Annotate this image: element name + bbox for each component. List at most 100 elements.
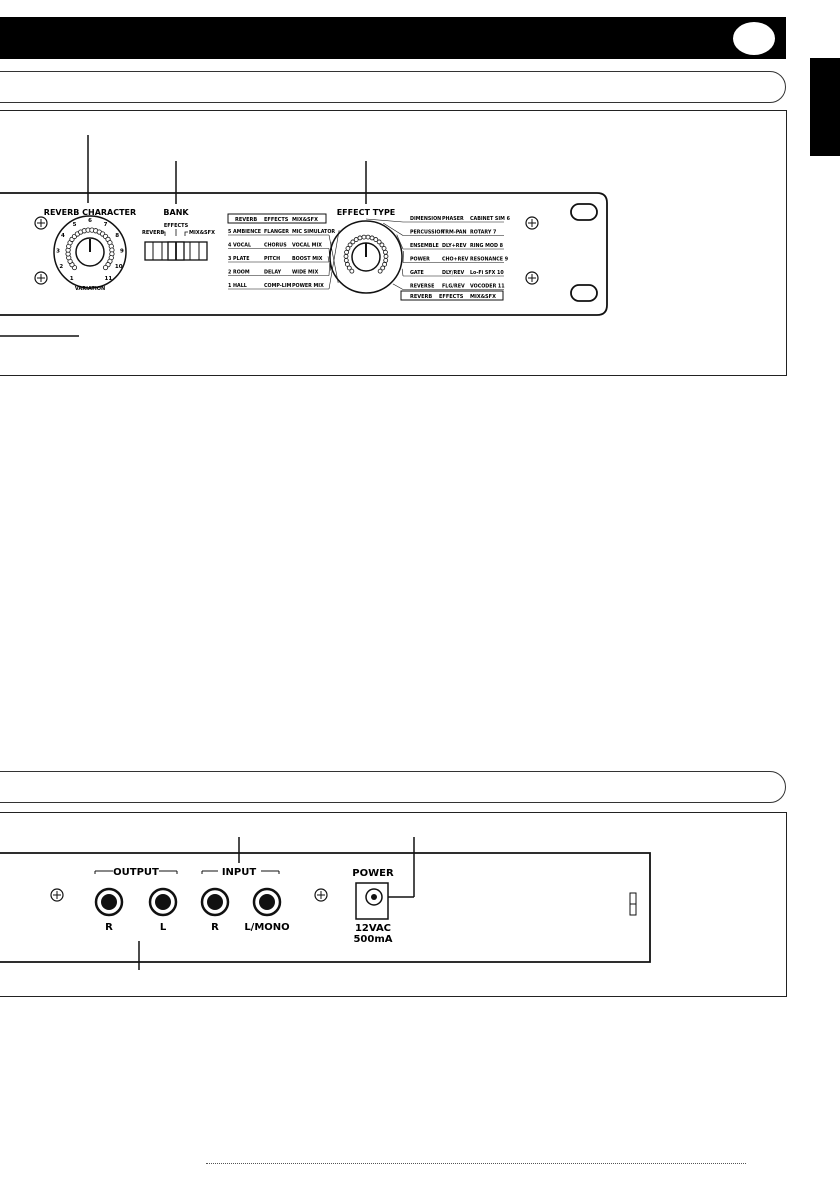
- power-spec-voltage: 12VAC: [355, 923, 391, 934]
- indicator-led: [349, 268, 355, 274]
- screw-icon: [34, 216, 48, 230]
- output-r-jack[interactable]: [94, 887, 124, 917]
- indicator-led: [379, 242, 385, 248]
- effect-footer-mixsfx: MIX&SFX: [470, 294, 496, 300]
- effect-header-effects: EFFECTS: [264, 217, 289, 223]
- indicator-led: [357, 235, 363, 241]
- subheading-pill-front: [0, 71, 786, 103]
- footer-dotted-rule: [206, 1163, 746, 1164]
- indicator-led: [376, 239, 382, 245]
- power-spec-current: 500mA: [353, 934, 392, 945]
- effect-label: DLY/REV: [442, 270, 464, 276]
- indicator-led: [346, 265, 352, 271]
- screw-icon: [50, 888, 64, 902]
- input-r-jack[interactable]: [200, 887, 230, 917]
- indicator-led: [365, 234, 371, 240]
- screw-icon: [525, 271, 539, 285]
- rack-ear-slot: [570, 284, 598, 302]
- scale-number: 7: [104, 222, 108, 228]
- effect-label: Lo-Fi SFX 10: [470, 270, 504, 276]
- jack-label-output-r: R: [105, 922, 113, 933]
- indicator-led: [383, 253, 389, 259]
- indicator-led: [373, 237, 379, 242]
- effect-label: COMP-LIM: [264, 283, 292, 289]
- effect-label: PHASER: [442, 216, 464, 222]
- effect-label: ROTARY 7: [470, 230, 496, 236]
- effect-type-title: EFFECT TYPE: [337, 208, 396, 217]
- screw-icon: [34, 271, 48, 285]
- effect-label: ENSEMBLE: [410, 243, 439, 249]
- effect-label: GATE: [410, 270, 424, 276]
- jack-label-input-r: R: [211, 922, 219, 933]
- effect-label: 4 VOCAL: [228, 243, 251, 249]
- power-label: POWER: [352, 868, 394, 879]
- reverb-character-knob[interactable]: [53, 215, 127, 289]
- scale-number: 10: [115, 264, 123, 270]
- screw-icon: [314, 888, 328, 902]
- scale-number: 6: [88, 218, 92, 224]
- indicator-led: [345, 246, 351, 251]
- effect-label: POWER MIX: [292, 283, 324, 289]
- effect-label: RING MOD 8: [470, 243, 504, 249]
- bank-option-mixsfx: MIX&SFX: [189, 230, 215, 236]
- effect-label: CHORUS: [264, 243, 287, 249]
- effect-label: DELAY: [264, 270, 282, 276]
- indicator-led: [343, 257, 349, 263]
- effect-header-mixsfx: MIX&SFX: [292, 217, 318, 223]
- indicator-led: [347, 242, 353, 248]
- effect-label: VOCAL MIX: [292, 243, 322, 249]
- effect-footer-effects: EFFECTS: [439, 294, 464, 300]
- bank-title: BANK: [163, 208, 189, 217]
- effect-label: 3 PLATE: [228, 256, 249, 262]
- subheading-pill-rear: [0, 771, 786, 803]
- scale-number: 1: [70, 276, 74, 282]
- effect-label: CHO+REV: [442, 257, 469, 263]
- input-lmono-jack[interactable]: [252, 887, 282, 917]
- jack-label-output-l: L: [160, 922, 167, 933]
- indicator-led: [350, 239, 356, 245]
- output-label: OUTPUT: [113, 867, 159, 878]
- effect-label: FLG/REV: [442, 284, 465, 290]
- effect-label: VOCODER 11: [470, 284, 505, 290]
- indicator-led: [382, 261, 388, 267]
- power-jack[interactable]: [365, 888, 383, 906]
- effect-type-knob[interactable]: [329, 220, 403, 294]
- input-label: INPUT: [222, 867, 257, 878]
- scale-number: 11: [105, 276, 113, 282]
- variation-label: VARIATION: [75, 286, 105, 292]
- scale-number: 2: [59, 264, 63, 270]
- output-l-jack[interactable]: [148, 887, 178, 917]
- bank-slide-switch[interactable]: [144, 241, 208, 261]
- effect-label: DIMENSION: [410, 216, 441, 222]
- indicator-led: [343, 253, 349, 259]
- page-number-badge: [733, 22, 775, 55]
- effect-label: PITCH: [264, 256, 280, 262]
- scale-number: 3: [56, 248, 60, 254]
- rack-ear-slot: [570, 203, 598, 221]
- reverb-character-title: REVERB CHARACTER: [44, 208, 136, 217]
- effect-label: TRM-PAN: [442, 230, 467, 236]
- effect-label: WIDE MIX: [292, 270, 319, 276]
- indicator-led: [381, 246, 387, 251]
- indicator-led: [383, 249, 388, 255]
- rear-panel-diagram: OUTPUT INPUT R L R L/MONO POWER 12VAC 50…: [0, 812, 787, 997]
- bank-option-effects: EFFECTS: [164, 223, 189, 229]
- scale-number: 9: [120, 248, 124, 254]
- indicator-led: [102, 264, 109, 271]
- effect-label: 1 HALL: [228, 283, 247, 289]
- effect-label: FLANGER: [264, 229, 289, 235]
- chapter-tab: [810, 58, 840, 156]
- effect-label: PERCUSSION: [410, 230, 444, 236]
- effect-label: RESONANCE 9: [470, 257, 509, 263]
- bank-option-reverb: REVERB: [142, 230, 164, 236]
- indicator-led: [344, 261, 350, 267]
- indicator-led: [361, 234, 367, 240]
- effect-footer-reverb: REVERB: [410, 294, 432, 300]
- scale-number: 5: [73, 222, 77, 228]
- screw-icon: [525, 216, 539, 230]
- indicator-led: [377, 268, 383, 274]
- effect-label: BOOST MIX: [292, 256, 323, 262]
- scale-number: 8: [115, 233, 119, 239]
- section-title-bar: [0, 17, 786, 59]
